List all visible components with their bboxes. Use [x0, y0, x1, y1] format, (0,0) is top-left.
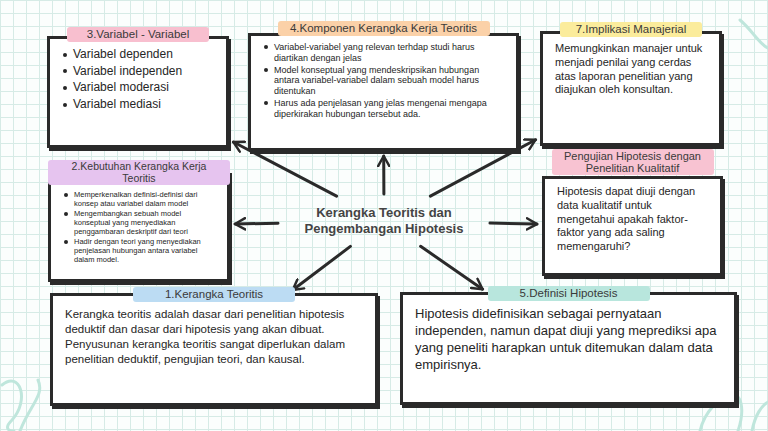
- list-row: Mengembangkan sebuah model konseptual ya…: [63, 209, 217, 236]
- qualitative-box: Pengujian Hipotesis dengan Penelitian Ku…: [542, 176, 723, 276]
- body-text: Hipotesis didefinisikan sebagai pernyata…: [415, 306, 724, 374]
- central-topic: Kerangka Teoritis dan Pengembangan Hipot…: [282, 198, 486, 244]
- box-heading: Pengujian Hipotesis dengan Penelitian Ku…: [552, 149, 714, 175]
- list-row: Model konseptual yang mendeskripsikan hu…: [263, 65, 506, 97]
- connector-arrow: [382, 156, 385, 194]
- list-item: Mengembangkan sebuah model konseptual ya…: [74, 209, 188, 236]
- box-heading: 1.Kerangka Teoritis: [133, 287, 295, 302]
- list-item: Variabel mediasi: [73, 97, 161, 111]
- box-body: Variabel-variabel yang relevan terhdap s…: [251, 36, 516, 127]
- box-body: Variabel dependenVariabel independenVari…: [50, 39, 226, 119]
- connector-arrow: [490, 223, 537, 224]
- list-row: Memperkenalkan definisi-definisi dari ko…: [63, 190, 217, 208]
- list-item: Variabel dependen: [73, 47, 173, 61]
- list-row: Variabel moderasi: [62, 80, 216, 96]
- list-item: Model konseptual yang mendeskripsikan hu…: [274, 65, 479, 97]
- bullet: [264, 45, 268, 49]
- list-row: Harus ada penjelasan yang jelas mengenai…: [263, 98, 506, 120]
- list-row: Hadir dengan teori yang menyediakan penj…: [63, 237, 217, 264]
- box-heading: 7.Implikasi Manajerial: [560, 22, 702, 37]
- box-heading: 3.Variabel - Variabel: [67, 27, 209, 42]
- box-body: Kerangka teoritis adalah dasar dari pene…: [53, 296, 375, 373]
- box-body: Memperkenalkan definisi-definisi dari ko…: [51, 173, 227, 271]
- implication-box: 7.Implikasi ManajerialMemungkinkan manaj…: [540, 31, 722, 146]
- bullet: [64, 193, 68, 197]
- list-item: Variabel-variabel yang relevan terhdap s…: [274, 42, 474, 63]
- box-heading: 4.Komponen Kerangka Kerja Teoritis: [278, 21, 490, 36]
- list-item: Variabel moderasi: [73, 80, 169, 94]
- body-text: Hipotesis dapat diuji dengan data kualit…: [557, 185, 710, 254]
- bullet: [63, 103, 67, 107]
- list-row: Variabel dependen: [62, 47, 216, 63]
- list-row: Variabel mediasi: [62, 97, 216, 113]
- list-item: Hadir dengan teori yang menyediakan penj…: [74, 237, 201, 264]
- definition-box: 5.Definisi HipotesisHipotesis didefinisi…: [400, 292, 737, 405]
- list-row: Variabel-variabel yang relevan terhdap s…: [263, 42, 506, 64]
- body-text: Memungkinkan manajer untuk menjadi penil…: [555, 42, 709, 97]
- central-title: Kerangka Teoritis dan Pengembangan Hipot…: [282, 205, 486, 238]
- body-text: Kerangka teoritis adalah dasar dari pene…: [65, 307, 365, 367]
- squiggle: [752, 402, 768, 431]
- list-item: Memperkenalkan definisi-definisi dari ko…: [74, 190, 197, 208]
- list-item: Harus ada penjelasan yang jelas mengenai…: [274, 98, 487, 119]
- connector-arrow: [235, 222, 278, 226]
- box-heading: 2.Kebutuhan Kerangka Kerja Teoritis: [48, 160, 230, 185]
- box-body: Hipotesis dapat diuji dengan data kualit…: [545, 179, 720, 260]
- component-box: 4.Komponen Kerangka Kerja TeoritisVariab…: [248, 33, 519, 151]
- list-item: Variabel independen: [73, 64, 182, 78]
- connector-arrow: [421, 246, 483, 289]
- squiggle: [20, 380, 40, 431]
- framework-box: 1.Kerangka TeoritisKerangka teoritis ada…: [50, 293, 378, 406]
- bullet: [63, 86, 67, 90]
- bullet: [64, 240, 68, 244]
- squiggle: [740, 20, 768, 48]
- bullet: [63, 53, 67, 57]
- bullet: [63, 69, 67, 73]
- box-body: Hipotesis didefinisikan sebagai pernyata…: [403, 295, 734, 380]
- connector-arrow: [293, 246, 351, 290]
- squiggle: [2, 381, 21, 431]
- box-heading: 5.Definisi Hipotesis: [488, 286, 650, 301]
- bullet: [64, 212, 68, 216]
- variable-box: 3.Variabel - VariabelVariabel dependenVa…: [47, 36, 229, 148]
- need-box: 2.Kebutuhan Kerangka Kerja TeoritisMempe…: [48, 170, 230, 282]
- box-body: Memungkinkan manajer untuk menjadi penil…: [543, 34, 719, 103]
- bullet: [264, 101, 268, 105]
- bullet: [264, 68, 268, 72]
- list-row: Variabel independen: [62, 64, 216, 80]
